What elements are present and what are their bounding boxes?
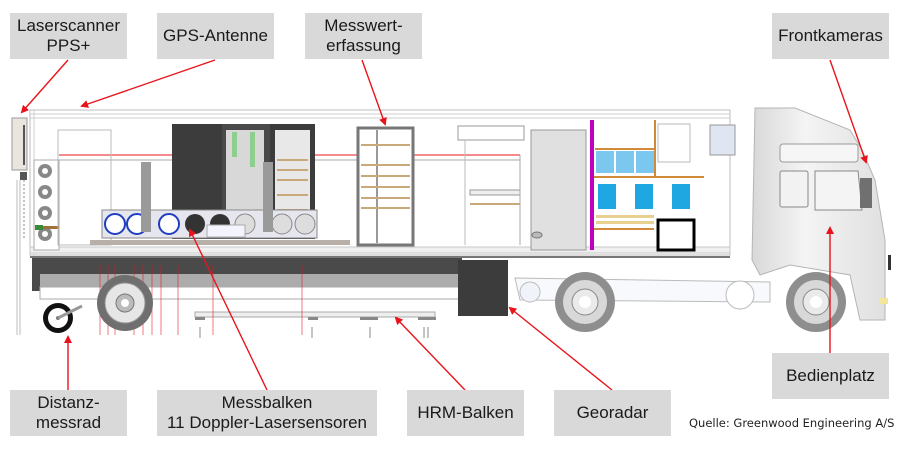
laserscanner-unit [11,117,28,335]
messbalken-sensors [90,162,350,245]
tractor-front-wheel [786,272,846,332]
georadar-box [458,260,508,316]
label-frontkameras-line1: Frontkameras [778,26,883,45]
ac-unit [457,125,525,141]
door [530,129,587,251]
trailer-underframe [32,258,462,338]
measurement-rack [356,126,415,247]
tractor-rear-wheel [555,272,615,332]
label-bedienplatz-line1: Bedienplatz [786,366,875,385]
label-messbalken: Messbalken 11 Doppler-Lasersensoren [157,390,377,436]
label-laserscanner-line1: Laserscanner [16,16,120,35]
label-messbalken-line1: Messbalken [221,393,313,412]
tractor-chassis [514,277,771,310]
arrow-hrm [394,316,466,391]
label-hrm-line1: HRM-Balken [417,403,514,422]
label-hrm-balken: HRM-Balken [407,390,524,436]
source-credit: Quelle: Greenwood Engineering A/S [689,416,895,430]
truck-cab [751,107,891,321]
label-messbalken-line2: 11 Doppler-Lasersensoren [166,413,368,432]
arrow-georadar [508,306,613,391]
rack-frame [57,129,112,246]
front-camera [860,178,872,208]
front-ac-box [709,124,736,156]
label-laserscanner-line2: PPS+ [46,36,91,55]
label-georadar-line1: Georadar [576,403,649,422]
label-bedienplatz: Bedienplatz [772,353,889,399]
label-messwerterfassung: Messwert- erfassung [305,13,422,59]
distance-wheel [43,303,83,333]
label-laserscanner: Laserscanner PPS+ [10,13,127,59]
arrow-frontkameras [829,59,868,164]
label-distanzmessrad: Distanz- messrad [10,390,127,436]
label-frontkameras: Frontkameras [772,13,889,59]
arrow-gps [80,59,216,108]
label-messwert-line2: erfassung [326,36,401,55]
trailer-wheel [97,275,153,331]
arrow-messbalken [188,228,268,391]
label-messwert-line1: Messwert- [324,16,403,35]
label-distanz-line2: messrad [35,413,102,432]
callout-arrows [20,59,868,391]
magenta-rail [590,120,594,250]
operator-station [594,120,704,252]
label-gps-antenne-line1: GPS-Antenne [163,26,268,45]
label-georadar: Georadar [554,390,671,436]
arrow-messwert [361,59,387,126]
arrow-laserscanner [20,59,69,114]
label-gps-antenne: GPS-Antenne [157,13,274,59]
label-distanz-line1: Distanz- [37,393,100,412]
fan-unit [33,159,60,251]
